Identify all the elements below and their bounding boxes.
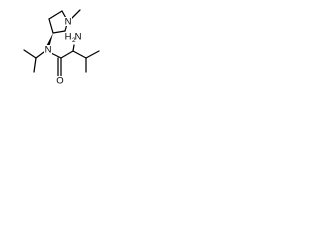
atom-ring-n: N: [65, 17, 72, 28]
stereo-wedge-bond: [46, 33, 53, 46]
atom-nh2-subscript: 2: [72, 37, 76, 44]
bond-isopropyl-lower: [33, 57, 37, 73]
bond-ring-c: [52, 30, 66, 34]
atom-nh2-h: H: [65, 32, 72, 43]
atom-nh2-group: H 2 N: [65, 32, 83, 44]
atom-nh2-n: N: [75, 32, 82, 43]
bond-n-methyl: [70, 9, 81, 20]
bond-ring-b: [48, 10, 63, 20]
atom-bg-carbonyl-o: [56, 76, 64, 86]
bond-ring-a: [48, 18, 54, 34]
atom-bg-nh2: [65, 32, 83, 44]
bond-carbonyl-alpha: [60, 50, 74, 59]
atom-carbonyl-o: O: [56, 76, 63, 87]
bond-alpha-nh2: [72, 44, 75, 52]
bond-n-isopropyl: [35, 51, 45, 59]
bond-isopropyl-upper: [23, 49, 37, 59]
bond-alpha-beta: [72, 50, 87, 59]
molecule-structure: N N O H 2 N: [23, 9, 100, 87]
bond-n-carbonyl: [50, 52, 62, 59]
atom-bg-ring-n: [64, 17, 72, 26]
atom-bg-amide-n: [44, 45, 52, 54]
atom-amide-n: N: [45, 45, 52, 56]
bond-beta-gamma1: [85, 50, 100, 59]
